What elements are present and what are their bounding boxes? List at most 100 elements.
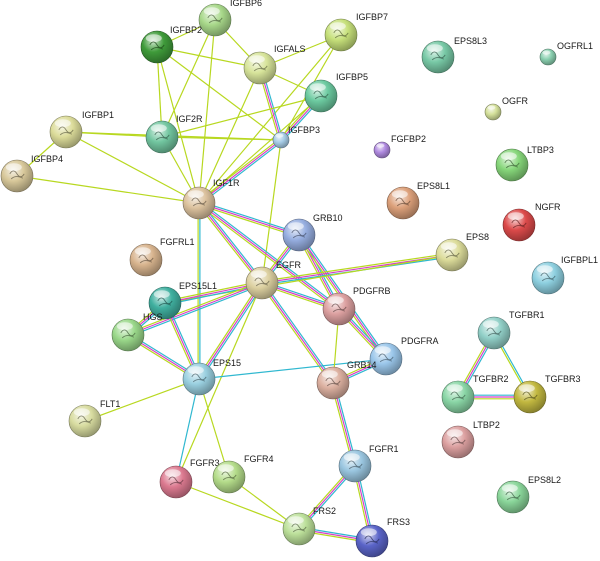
node-highlight <box>482 320 499 329</box>
node-fgfrl1[interactable]: FGFRL1 <box>129 237 195 277</box>
node-highlight <box>134 247 151 256</box>
node-highlight <box>500 152 517 161</box>
node-label: IGF2R <box>176 114 203 124</box>
node-highlight <box>275 133 284 138</box>
node-eps8l2[interactable]: EPS8L2 <box>496 475 561 514</box>
node-egfr[interactable]: EGFR <box>245 260 302 300</box>
node-highlight <box>542 50 551 55</box>
node-flt1[interactable]: FLT1 <box>68 399 120 438</box>
node-label: EPS15L1 <box>179 281 217 291</box>
edge-line-lime <box>261 252 452 282</box>
edge-line-lime <box>196 281 261 379</box>
node-fgfr4[interactable]: FGFR4 <box>212 454 274 494</box>
node-highlight <box>73 408 90 417</box>
structure-icon <box>347 460 363 470</box>
structure-icon <box>191 197 207 207</box>
node-frs2[interactable]: FRS2 <box>282 506 336 546</box>
node-tgfbr1[interactable]: TGFBR1 <box>477 310 545 350</box>
node-label: IGFBP7 <box>356 12 388 22</box>
node-highlight <box>287 222 304 231</box>
node-highlight <box>518 384 535 393</box>
edge-line-pink <box>164 282 263 304</box>
node-eps8l3[interactable]: EPS8L3 <box>421 36 487 74</box>
node-frs3[interactable]: FRS3 <box>355 517 410 558</box>
node-eps8l1[interactable]: EPS8L1 <box>386 181 450 220</box>
node-tgfbr2[interactable]: TGFBR2 <box>441 374 509 414</box>
edge-igf1r-eps15 <box>197 203 201 379</box>
edge-igfbp1-igf1r <box>65 131 200 204</box>
edge-line-lime <box>197 203 262 285</box>
node-highlight <box>446 429 463 438</box>
edge-line-cyan <box>199 200 300 234</box>
edge-egfr-eps15l1 <box>164 280 263 306</box>
edge-igfbp2-igfals <box>156 46 261 69</box>
node-label: IGFALS <box>274 44 306 54</box>
structure-icon <box>9 170 25 180</box>
node-highlight <box>536 265 553 274</box>
node-label: HGS <box>143 312 163 322</box>
node-label: IGFBP2 <box>170 25 202 35</box>
node-fgfr1[interactable]: FGFR1 <box>338 444 399 483</box>
edge-line-lime <box>156 46 282 141</box>
node-tgfbr3[interactable]: TGFBR3 <box>513 374 581 414</box>
node-highlight <box>440 242 457 251</box>
edge-line-cyan <box>199 140 283 205</box>
edge-line-lime <box>16 175 200 204</box>
node-label: EPS8L3 <box>454 36 487 46</box>
structure-icon <box>450 391 466 401</box>
node-label: FGFBP2 <box>391 134 426 144</box>
edge-igfbp3-egfr <box>261 139 282 284</box>
node-label: FLT1 <box>100 399 120 409</box>
node-fgfr3[interactable]: FGFR3 <box>159 458 220 499</box>
node-grb10[interactable]: GRB10 <box>282 213 343 252</box>
edge-eps15-fgfr3 <box>175 378 200 483</box>
node-ltbp3[interactable]: LTBP3 <box>495 145 554 182</box>
node-igfbpl1[interactable]: IGFBPL1 <box>531 255 598 295</box>
edge-line-lime <box>175 481 300 530</box>
node-pdgfrb[interactable]: PDGFRB <box>322 286 391 326</box>
node-label: IGFBP6 <box>230 0 262 8</box>
edge-line-lime <box>175 282 263 483</box>
node-eps15l1[interactable]: EPS15L1 <box>148 281 217 320</box>
node-igfbp5[interactable]: IGFBP5 <box>304 72 368 113</box>
node-pdgfra[interactable]: PDGFRA <box>369 336 439 376</box>
node-igfbp7[interactable]: IGFBP7 <box>324 12 388 52</box>
node-highlight <box>116 322 133 331</box>
structure-icon <box>291 523 307 533</box>
edge-line-cyan <box>200 283 265 381</box>
node-ogfrl1[interactable]: OGFRL1 <box>539 41 593 66</box>
node-igfbp4[interactable]: IGFBP4 <box>0 154 63 193</box>
node-igfbp2[interactable]: IGFBP2 <box>140 25 202 64</box>
node-igf2r[interactable]: IGF2R <box>145 114 203 154</box>
node-ltbp2[interactable]: LTBP2 <box>441 420 500 459</box>
node-igfals[interactable]: IGFALS <box>243 44 306 85</box>
node-highlight <box>217 464 234 473</box>
edge-eps15-pdgfra <box>198 358 387 380</box>
edge-line-cyan <box>128 284 263 338</box>
structure-icon <box>221 471 237 481</box>
node-eps8[interactable]: EPS8 <box>435 232 489 272</box>
node-grb14[interactable]: GRB14 <box>316 360 377 400</box>
node-hgs[interactable]: HGS <box>111 312 163 352</box>
node-eps15[interactable]: EPS15 <box>182 358 241 396</box>
edge-line-cyan <box>165 284 263 306</box>
edge-line-lime <box>84 378 200 422</box>
node-ogfr[interactable]: OGFR <box>484 96 528 121</box>
node-igfbp6[interactable]: IGFBP6 <box>198 0 262 37</box>
structure-icon <box>444 249 460 259</box>
node-label: IGFBPL1 <box>561 255 598 265</box>
edge-line-lime <box>156 46 200 204</box>
node-igfbp1[interactable]: IGFBP1 <box>49 110 114 149</box>
structure-icon <box>364 535 380 545</box>
structure-icon <box>207 14 223 24</box>
edge-line-lime <box>161 19 216 138</box>
structure-icon <box>450 436 466 446</box>
node-label: LTBP2 <box>473 420 500 430</box>
node-fgfbp2[interactable]: FGFBP2 <box>373 134 426 159</box>
structure-icon <box>120 329 136 339</box>
node-ngfr[interactable]: NGFR <box>502 202 561 242</box>
node-label: FRS3 <box>387 517 410 527</box>
node-igfbp3[interactable]: IGFBP3 <box>272 125 320 149</box>
node-igf1r[interactable]: IGF1R <box>182 178 240 220</box>
